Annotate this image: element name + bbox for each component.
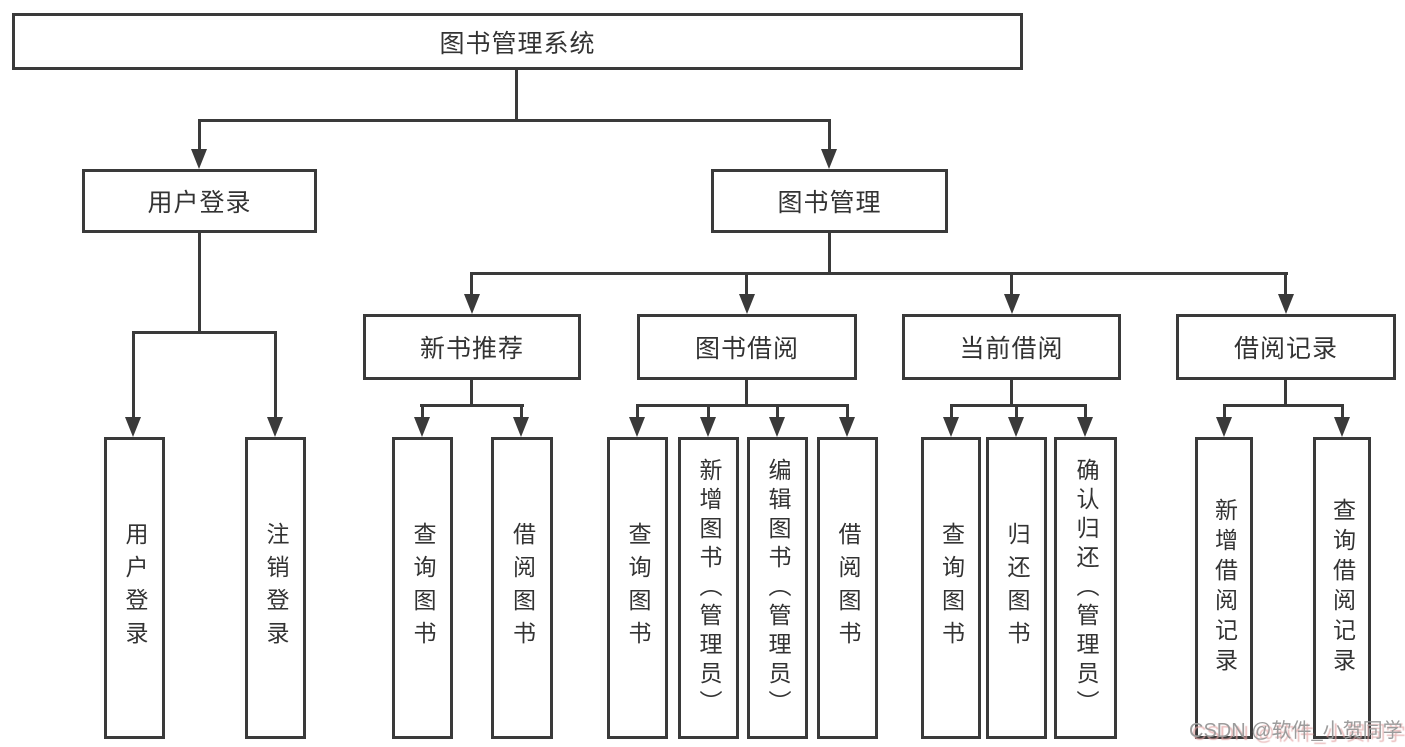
node-user-login-label: 用户登录 [147,189,252,217]
node-b-edit-label: 编辑图书（管理员） [765,457,791,719]
connector-b-edit-shaft [776,404,779,420]
connector-book-mgmt-down [828,233,831,275]
arrow-b-query [629,417,645,437]
connector-login-shaft [132,331,135,420]
connector-records-shaft [1284,272,1287,298]
connector-nb-borrow-shaft [520,404,523,420]
arrow-c-query [943,417,959,437]
node-b-query: 查询图书 [607,437,668,739]
connector-new-books-shaft [470,272,473,298]
node-c-confirm-label: 确认归还（管理员） [1073,457,1099,719]
arrow-nb-borrow [513,417,529,437]
node-c-return-label: 归还图书 [1004,522,1030,654]
connector-b-add-shaft [707,404,710,420]
arrow-login [125,417,141,437]
csdn-watermark: CSDN @软件_小贺同学 [1189,720,1403,742]
node-r-add: 新增借阅记录 [1195,437,1253,739]
arrow-b-add [700,417,716,437]
node-b-edit: 编辑图书（管理员） [747,437,808,739]
node-c-confirm: 确认归还（管理员） [1054,437,1117,739]
node-login: 用户登录 [104,437,165,739]
connector-b-borrow-shaft [846,404,849,420]
connector-borrow-down [745,380,748,407]
arrow-r-add [1216,417,1232,437]
arrow-borrow [739,294,755,314]
connector-current-shaft [1010,272,1013,298]
connector-user-login-down [198,233,201,333]
connector-current-children-horizontal [950,404,1086,407]
node-c-query: 查询图书 [921,437,981,739]
connector-r-add-shaft [1223,404,1226,420]
node-new-books-label: 新书推荐 [419,335,524,363]
node-b-borrow: 借阅图书 [817,437,878,739]
node-login-label: 用户登录 [122,522,148,654]
node-logout: 注销登录 [245,437,306,739]
node-nb-query-label: 查询图书 [410,522,436,654]
node-book-mgmt-label: 图书管理 [777,189,882,217]
node-book-mgmt: 图书管理 [711,169,948,233]
connector-root-trunk [515,70,518,121]
connector-level2-horizontal [198,119,831,122]
arrow-current [1004,294,1020,314]
arrow-b-borrow [839,417,855,437]
connector-user-login-shaft [198,119,201,153]
node-r-add-label: 新增借阅记录 [1211,498,1238,678]
connector-new-books-children-horizontal [420,404,524,407]
connector-c-return-shaft [1015,404,1018,420]
arrow-b-edit [769,417,785,437]
arrow-logout [267,417,283,437]
node-c-query-label: 查询图书 [938,522,965,654]
connector-records-children-horizontal [1223,404,1343,407]
node-b-add-label: 新增图书（管理员） [696,457,722,719]
node-root: 图书管理系统 [12,13,1023,70]
arrow-records [1278,294,1294,314]
node-current: 当前借阅 [902,314,1121,380]
connector-logout-shaft [274,331,277,420]
node-r-query: 查询借阅记录 [1313,437,1371,739]
node-b-add: 新增图书（管理员） [678,437,739,739]
connector-book-mgmt-shaft [828,119,831,153]
arrow-new-books [464,294,480,314]
node-current-label: 当前借阅 [959,335,1064,363]
node-b-query-label: 查询图书 [625,522,651,654]
arrow-c-confirm [1077,417,1093,437]
connector-borrow-children-horizontal [636,404,849,407]
node-c-return: 归还图书 [986,437,1047,739]
connector-level3-horizontal [470,272,1288,275]
node-root-label: 图书管理系统 [439,29,596,58]
arrow-book-mgmt [821,149,837,169]
node-new-books: 新书推荐 [363,314,581,380]
connector-c-confirm-shaft [1084,404,1087,420]
connector-r-query-shaft [1341,404,1344,420]
node-records: 借阅记录 [1176,314,1396,380]
connector-b-query-shaft [636,404,639,420]
node-borrow-label: 图书借阅 [694,335,799,363]
arrow-r-query [1334,417,1350,437]
node-nb-borrow: 借阅图书 [491,437,553,739]
arrow-nb-query [414,417,430,437]
node-borrow: 图书借阅 [637,314,857,380]
connector-records-down [1284,380,1287,407]
connector-borrow-shaft [745,272,748,298]
connector-current-down [1010,380,1013,407]
arrow-user-login [191,149,207,169]
node-logout-label: 注销登录 [263,522,289,654]
node-user-login: 用户登录 [82,169,317,233]
connector-nb-query-shaft [421,404,424,420]
arrow-c-return [1008,417,1024,437]
connector-new-books-down [470,380,473,407]
node-b-borrow-label: 借阅图书 [835,522,861,654]
node-records-label: 借阅记录 [1233,335,1338,363]
node-nb-query: 查询图书 [392,437,453,739]
connector-user-login-horizontal [132,331,277,334]
node-nb-borrow-label: 借阅图书 [509,522,536,654]
connector-c-query-shaft [950,404,953,420]
node-r-query-label: 查询借阅记录 [1329,498,1356,678]
